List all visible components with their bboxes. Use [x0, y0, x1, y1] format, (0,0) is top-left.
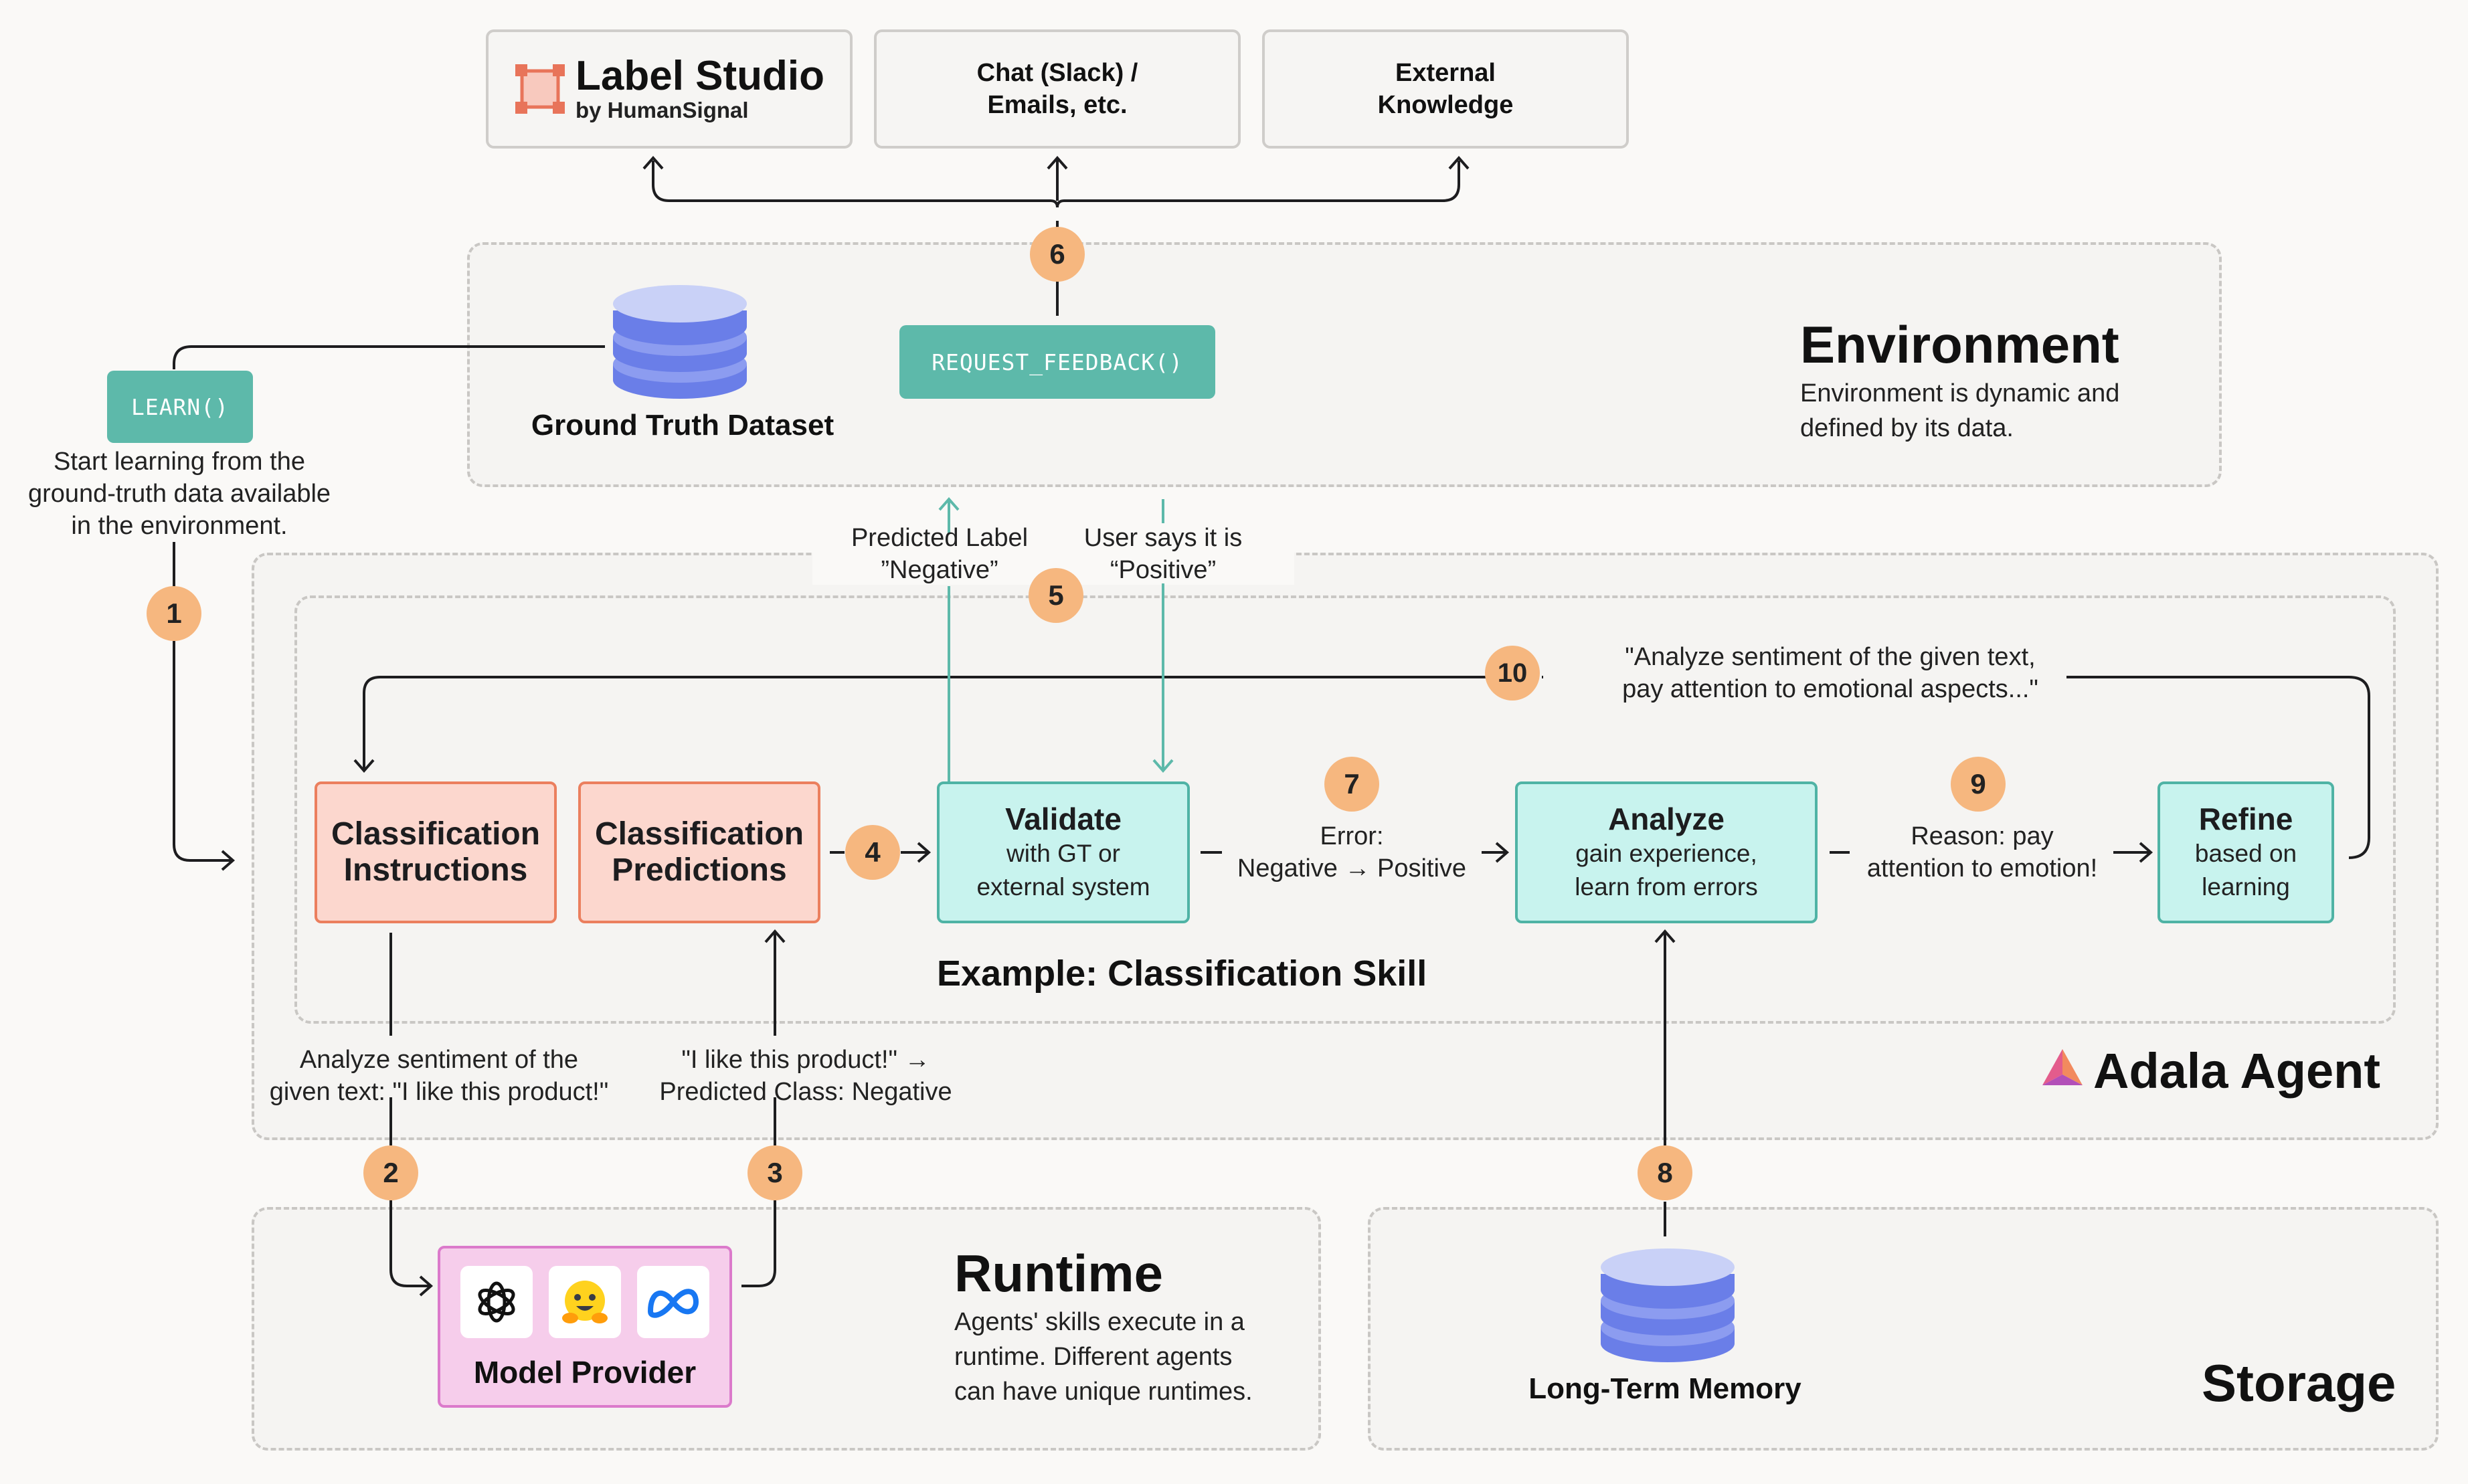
skill-region [294, 595, 2396, 1024]
refine-sub-2: learning [2202, 873, 2290, 901]
step-badge-9: 9 [1951, 757, 2006, 812]
step-badge-5: 5 [1029, 568, 1083, 623]
step-badge-3: 3 [747, 1145, 802, 1200]
validate-sub-2: external system [976, 873, 1150, 901]
like-product-2: Predicted Class: Negative [659, 1078, 952, 1106]
environment-desc-1: Environment is dynamic and [1800, 379, 2120, 407]
learn-button[interactable]: LEARN() [107, 371, 253, 443]
step-badge-6: 6 [1030, 227, 1085, 282]
analyze-box[interactable]: Analyze gain experience, learn from erro… [1515, 781, 1818, 923]
like-product-1: "I like this product!" → [681, 1046, 930, 1074]
chat-line1: Chat (Slack) / [976, 59, 1138, 87]
step-badge-7: 7 [1324, 757, 1379, 812]
label-studio-logo-icon [515, 64, 565, 114]
external-line2: Knowledge [1377, 91, 1514, 119]
predicted-label-2: ”Negative” [881, 556, 998, 584]
openai-icon [460, 1266, 533, 1338]
environment-title: Environment [1800, 315, 2119, 374]
long-term-memory-database-icon [1601, 1248, 1735, 1362]
environment-region [467, 242, 2222, 487]
environment-desc-2: defined by its data. [1800, 414, 2014, 442]
chat-line2: Emails, etc. [987, 91, 1128, 119]
refine-title: Refine [2198, 802, 2293, 836]
user-says-1: User says it is [1083, 524, 1243, 552]
long-term-memory-label: Long-Term Memory [1528, 1372, 1801, 1405]
refined-instruction-2: pay attention to emotional aspects..." [1622, 675, 2038, 703]
external-line1: External [1395, 59, 1496, 87]
label-studio-sub: by HumanSignal [576, 98, 749, 122]
analyze-sub-1: gain experience, [1575, 840, 1757, 867]
reason-text-1: Reason: pay [1911, 822, 2054, 850]
runtime-desc-3: can have unique runtimes. [954, 1378, 1253, 1406]
instructions-line2: Instructions [343, 852, 528, 888]
ground-truth-label: Ground Truth Dataset [531, 409, 834, 442]
adala-logo-icon [2042, 1049, 2083, 1085]
error-text-2: Negative → Positive [1237, 854, 1467, 883]
learn-desc-3: in the environment. [71, 512, 288, 540]
runtime-title: Runtime [954, 1244, 1163, 1303]
label-studio-name: Label Studio [576, 53, 824, 99]
step-badge-2: 2 [363, 1145, 418, 1200]
step-badge-4: 4 [845, 825, 900, 880]
instructions-line1: Classification [331, 816, 541, 852]
classification-instructions-box[interactable]: Classification Instructions [315, 781, 557, 923]
model-provider-box[interactable]: Model Provider [438, 1246, 732, 1408]
huggingface-icon [549, 1266, 621, 1338]
user-says-2: “Positive” [1110, 556, 1217, 584]
validate-box[interactable]: Validate with GT or external system [937, 781, 1190, 923]
validate-title: Validate [1005, 802, 1122, 836]
ground-truth-database-icon [613, 285, 747, 399]
predicted-label-1: Predicted Label [851, 524, 1029, 552]
external-knowledge-box[interactable]: External Knowledge [1262, 29, 1629, 149]
classification-predictions-box[interactable]: Classification Predictions [578, 781, 820, 923]
predictions-line2: Predictions [612, 852, 787, 888]
model-provider-label: Model Provider [473, 1355, 697, 1390]
label-studio-box[interactable]: Label Studio by HumanSignal [486, 29, 853, 149]
learn-desc-1: Start learning from the [54, 448, 305, 476]
meta-icon [637, 1266, 709, 1338]
predictions-line1: Classification [594, 816, 804, 852]
step-badge-8: 8 [1638, 1145, 1692, 1200]
step-badge-10: 10 [1485, 646, 1540, 701]
analyze-prompt-2: given text: "I like this product!" [269, 1078, 609, 1106]
reason-text-2: attention to emotion! [1866, 854, 2098, 883]
request-feedback-button[interactable]: REQUEST_FEEDBACK() [899, 325, 1215, 399]
runtime-desc-2: runtime. Different agents [954, 1343, 1233, 1371]
learn-desc-2: ground-truth data available [27, 480, 331, 508]
storage-region [1368, 1207, 2439, 1451]
analyze-prompt-1: Analyze sentiment of the [299, 1046, 579, 1074]
skill-title: Example: Classification Skill [937, 953, 1427, 994]
refine-box[interactable]: Refine based on learning [2157, 781, 2334, 923]
storage-title: Storage [2202, 1354, 2396, 1412]
refined-instruction-1: "Analyze sentiment of the given text, [1625, 643, 2036, 671]
runtime-desc-1: Agents' skills execute in a [954, 1308, 1245, 1336]
analyze-title: Analyze [1608, 802, 1725, 836]
runtime-region [252, 1207, 1321, 1451]
validate-sub-1: with GT or [1006, 840, 1120, 867]
step-badge-1: 1 [147, 586, 201, 641]
chat-box[interactable]: Chat (Slack) / Emails, etc. [874, 29, 1241, 149]
agent-name: Adala Agent [2093, 1043, 2380, 1099]
analyze-sub-2: learn from errors [1575, 873, 1758, 901]
error-text-1: Error: [1320, 822, 1384, 850]
refine-sub-1: based on [2194, 840, 2297, 867]
